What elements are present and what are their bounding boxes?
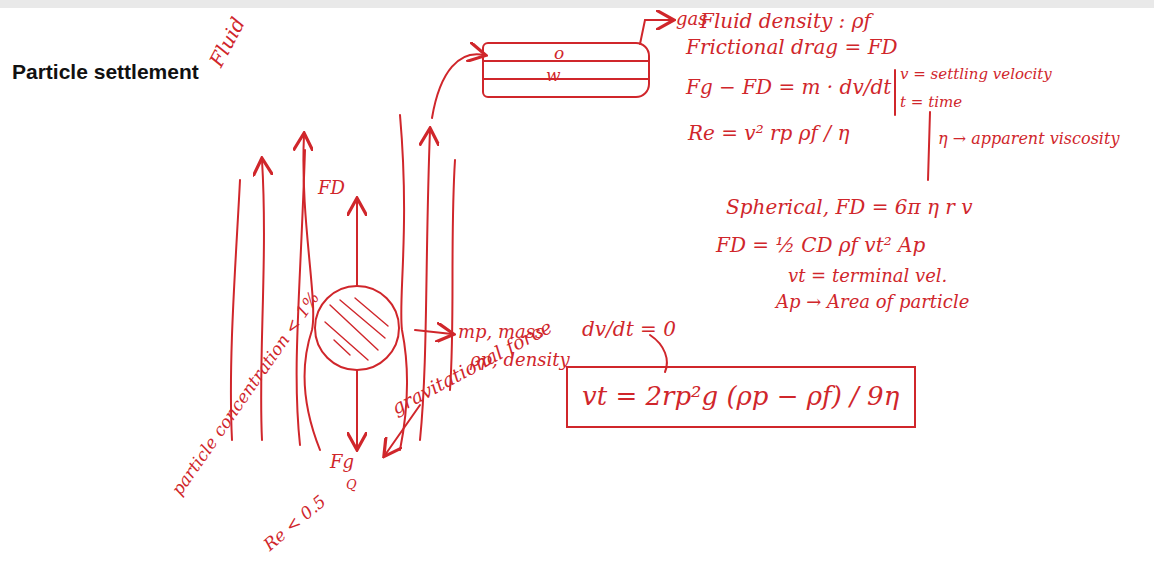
note: t = time — [900, 94, 962, 111]
equation: Spherical, FD = 6π η r v — [726, 196, 973, 219]
point-label: Q — [346, 478, 357, 493]
drag-force: FD — [318, 178, 345, 199]
phase-label: w — [546, 67, 561, 84]
phase-label: o — [554, 45, 564, 62]
liquid-level — [484, 60, 648, 62]
mass-label: mp, mass — [458, 322, 544, 343]
equation: Re = v² rp ρf / η — [688, 122, 849, 145]
slide-title: Particle settlement — [12, 60, 199, 84]
equation: FD = ½ CD ρf vt² Ap — [716, 234, 925, 257]
density-label: ρp, density — [470, 350, 570, 371]
note: Frictional drag = FD — [686, 36, 898, 59]
condition: dv/dt = 0 — [582, 318, 676, 341]
condition: particle concentration < 1% — [168, 288, 324, 499]
note: vt = terminal vel. — [788, 266, 947, 287]
interface-line — [484, 78, 648, 80]
note: v = settling velocity — [900, 66, 1052, 83]
formula-box: vt = 2rp²g (ρp − ρf) / 9η — [566, 366, 916, 428]
tank: ow — [482, 42, 650, 98]
fluid-label: Fluid — [205, 14, 250, 71]
note: Fluid density : ρf — [700, 10, 871, 33]
equation: Fg − FD = m · dv/dt — [686, 76, 891, 99]
note: Ap → Area of particle — [776, 292, 969, 313]
note: η → apparent viscosity — [938, 130, 1119, 148]
gravity-force: Fg — [330, 452, 354, 473]
condition: Re < 0.5 — [260, 492, 330, 555]
formula-text: vt = 2rp²g (ρp − ρf) / 9η — [582, 382, 900, 412]
